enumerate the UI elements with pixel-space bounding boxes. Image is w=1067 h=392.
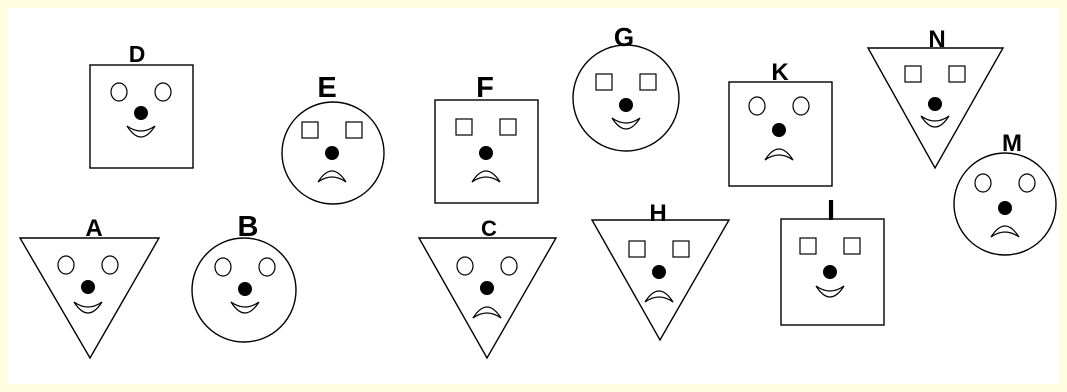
eye-left (456, 119, 472, 135)
nose (928, 97, 942, 111)
eye-right (500, 119, 516, 135)
face-label-k: K (771, 59, 789, 86)
face-f: F (435, 72, 538, 203)
face-label-m: M (1002, 130, 1022, 157)
nose (823, 265, 837, 279)
nose (479, 146, 493, 160)
face-d: D (90, 41, 193, 168)
eye-right (844, 238, 860, 254)
face-h: H (592, 200, 729, 340)
eye-left (58, 256, 74, 274)
nose (81, 280, 95, 294)
head-triangle (20, 238, 159, 358)
nose (134, 106, 148, 120)
face-label-i: I (827, 195, 835, 227)
eye-left (302, 122, 318, 138)
face-n: N (868, 26, 1003, 168)
face-label-h: H (649, 200, 666, 227)
face-a: A (20, 215, 159, 358)
nose (619, 98, 633, 112)
eye-left (975, 174, 991, 192)
eye-left (749, 97, 765, 115)
face-e: E (282, 72, 384, 204)
face-label-b: B (238, 211, 259, 243)
eye-right (640, 74, 656, 90)
eye-left (629, 241, 645, 257)
nose (998, 201, 1012, 215)
face-label-e: E (317, 72, 336, 104)
eye-right (501, 257, 517, 275)
eye-right (949, 66, 965, 82)
face-label-f: F (476, 72, 494, 104)
face-label-c: C (481, 216, 497, 241)
nose (238, 282, 252, 296)
eye-left (111, 83, 127, 101)
nose (772, 123, 786, 137)
head-triangle (419, 238, 556, 358)
face-label-d: D (129, 41, 146, 67)
eye-right (155, 83, 171, 101)
eye-right (673, 241, 689, 257)
eye-right (1019, 174, 1035, 192)
face-c: C (419, 216, 556, 358)
eye-right (259, 258, 275, 276)
face-label-a: A (85, 215, 102, 242)
eye-left (800, 238, 816, 254)
nose (325, 146, 339, 160)
eye-right (793, 97, 809, 115)
face-b: B (192, 211, 296, 342)
face-k: K (729, 59, 832, 186)
eye-left (215, 258, 231, 276)
eye-left (596, 74, 612, 90)
head-triangle (592, 220, 729, 340)
eye-left (905, 66, 921, 82)
nose (480, 281, 494, 295)
nose (652, 265, 666, 279)
eye-right (102, 256, 118, 274)
eye-right (346, 122, 362, 138)
face-g: G (573, 22, 679, 151)
face-i: I (781, 195, 884, 325)
face-label-g: G (614, 22, 634, 52)
eye-left (457, 257, 473, 275)
face-label-n: N (928, 26, 945, 53)
face-m: M (954, 130, 1056, 255)
